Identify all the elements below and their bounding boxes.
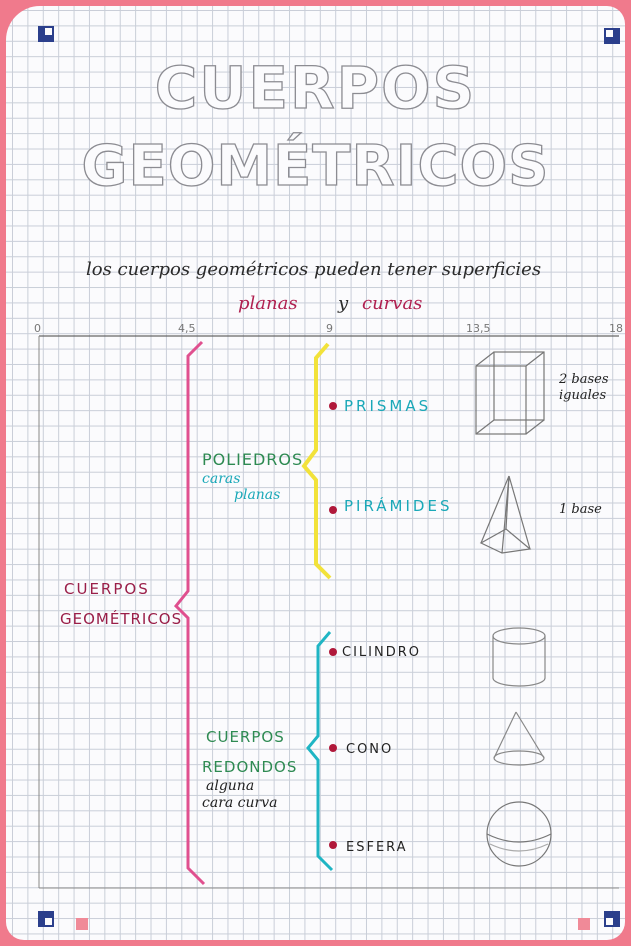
pink-square-icon xyxy=(76,918,88,930)
bullet-dot-icon xyxy=(329,648,337,656)
intro-text: los cuerpos geométricos pueden tener sup… xyxy=(86,259,542,280)
item-cono: CONO xyxy=(346,742,394,757)
item-piramides: PIRÁMIDES xyxy=(344,497,453,515)
axis-tick-label: 18 xyxy=(609,322,623,335)
axis-tick-label: 4,5 xyxy=(178,322,196,335)
sphere-drawing xyxy=(486,801,552,867)
yellow-brace xyxy=(301,342,332,580)
pink-brace xyxy=(173,340,206,886)
cylinder-drawing xyxy=(492,627,546,687)
curvas-word: curvas xyxy=(362,293,423,314)
bullet-dot-icon xyxy=(329,841,337,849)
title-line-2: GEOMÉTRICOS xyxy=(81,133,550,199)
corner-mark-icon xyxy=(38,911,54,927)
cone-drawing xyxy=(493,711,545,766)
item-esfera: ESFERA xyxy=(346,840,408,855)
redondos-sub-1: alguna xyxy=(206,778,255,794)
note-prisma-line-2: iguales xyxy=(559,388,607,403)
redondos-line-1: CUERPOS xyxy=(206,728,285,746)
corner-mark-icon xyxy=(38,26,54,42)
axis-tick-label: 0 xyxy=(34,322,41,335)
title-line-1: CUERPOS xyxy=(154,53,477,122)
bullet-dot-icon xyxy=(329,506,337,514)
poliedros-sub-2: planas xyxy=(234,487,281,503)
note-piramide: 1 base xyxy=(559,502,602,517)
corner-mark-icon xyxy=(604,28,620,44)
drawing-layer xyxy=(38,335,619,889)
poliedros-sub-1: caras xyxy=(202,471,241,487)
note-prisma-line-1: 2 bases xyxy=(559,372,609,387)
pink-square-icon xyxy=(578,918,590,930)
axis-tick-label: 9 xyxy=(326,322,333,335)
y-word: y xyxy=(338,293,349,314)
notebook-page: CUERPOS GEOMÉTRICOS los cuerpos geométri… xyxy=(6,6,625,940)
cyan-brace xyxy=(306,631,334,872)
root-label-line-2: GEOMÉTRICOS xyxy=(60,610,183,628)
redondos-line-2: REDONDOS xyxy=(202,758,298,776)
redondos-sub-2: cara curva xyxy=(202,795,278,811)
prism-drawing xyxy=(475,351,545,435)
item-cilindro: CILINDRO xyxy=(342,645,421,660)
bullet-dot-icon xyxy=(329,744,337,752)
poliedros-label: POLIEDROS xyxy=(202,450,304,469)
root-label-line-1: CUERPOS xyxy=(64,580,150,598)
pyramid-drawing xyxy=(479,475,532,554)
axis-tick-label: 13,5 xyxy=(466,322,491,335)
bullet-dot-icon xyxy=(329,402,337,410)
item-prismas: PRISMAS xyxy=(344,397,432,415)
planas-word: planas xyxy=(238,293,298,314)
corner-mark-icon xyxy=(604,911,620,927)
